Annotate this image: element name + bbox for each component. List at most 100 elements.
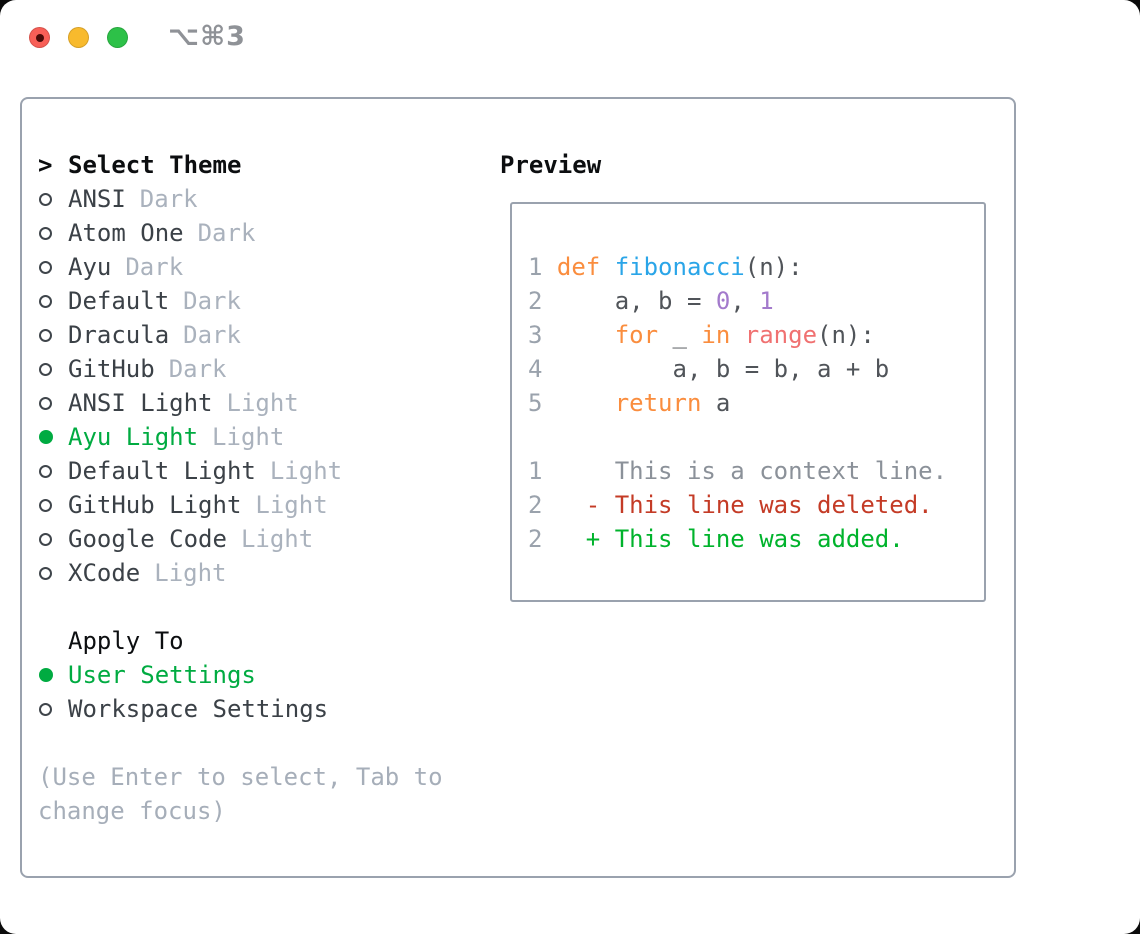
code-segment-del: - This line was deleted. (556, 491, 933, 519)
radio-icon (39, 192, 52, 206)
theme-picker-header: > Select Theme (38, 148, 478, 182)
theme-name: Ayu Light (68, 423, 199, 451)
code-segment-add: + This line was added. (556, 525, 904, 553)
code-segment-pl: (n): (817, 321, 875, 349)
apply-option-user-settings[interactable]: User Settings (38, 658, 478, 692)
radio-icon (39, 294, 52, 308)
line-number: 1 (528, 457, 557, 485)
theme-name: Ayu (68, 253, 112, 281)
code-segment-kw: return (614, 389, 702, 417)
hint-text-line1: (Use Enter to select, Tab to (38, 763, 443, 791)
theme-variant: Light (240, 525, 314, 553)
spacer (38, 590, 478, 624)
theme-option-dracula[interactable]: Dracula Dark (38, 318, 478, 352)
theme-variant: Dark (183, 321, 241, 349)
code-segment-pl (730, 321, 744, 349)
line-number (528, 423, 542, 451)
apply-to-header: Apply To (38, 624, 478, 658)
line-number: 1 (528, 253, 557, 281)
prompt-glyph: > (38, 151, 53, 179)
line-number: 5 (528, 389, 557, 417)
code-segment-pl: a (701, 389, 731, 417)
close-dot-icon (35, 33, 44, 42)
spacer (38, 726, 478, 760)
code-segment-pl: a, b = (556, 287, 716, 315)
theme-name: Google Code (68, 525, 227, 553)
code-segment-ctx: This is a context line. (556, 457, 948, 485)
theme-option-ayu-light[interactable]: Ayu Light Light (38, 420, 478, 454)
theme-variant: Light (154, 559, 227, 587)
radio-icon (39, 328, 52, 342)
line-number: 2 (528, 525, 557, 553)
theme-variant: Dark (183, 287, 241, 315)
theme-option-default[interactable]: Default Dark (38, 284, 478, 318)
theme-option-google-code[interactable]: Google Code Light (38, 522, 478, 556)
code-segment-pl: , (730, 287, 760, 315)
radio-icon (39, 226, 52, 240)
line-number: 3 (528, 321, 557, 349)
code-line: 4 a, b = b, a + b (528, 352, 947, 386)
code-segment-pl: (n): (744, 253, 803, 281)
theme-name: Default (68, 287, 170, 315)
theme-variant: Dark (197, 219, 256, 247)
hint-text-line2: change focus) (38, 797, 226, 825)
code-line: 2 a, b = 0, 1 (528, 284, 947, 318)
theme-option-github-light[interactable]: GitHub Light Light (38, 488, 478, 522)
apply-option-workspace-settings[interactable]: Workspace Settings (38, 692, 478, 726)
radio-icon (39, 498, 52, 512)
code-segment-pl (557, 321, 615, 349)
theme-name: XCode (68, 559, 141, 587)
theme-picker-title: Select Theme (68, 151, 242, 179)
theme-variant: Light (212, 423, 285, 451)
theme-name: GitHub Light (68, 491, 242, 519)
code-segment-kw: def (556, 253, 615, 281)
theme-name: Dracula (68, 321, 170, 349)
radio-icon (39, 464, 52, 478)
apply-option-label: User Settings (68, 661, 256, 689)
theme-name: Default Light (68, 457, 256, 485)
radio-icon (39, 362, 52, 376)
radio-selected-icon (39, 668, 53, 682)
theme-name: ANSI Light (68, 389, 213, 417)
close-button[interactable] (29, 27, 50, 48)
preview-label: Preview (500, 151, 602, 179)
traffic-lights (29, 27, 128, 48)
theme-variant: Dark (139, 185, 198, 213)
code-segment-fn: fibonacci (614, 253, 745, 281)
code-segment-pl (557, 389, 615, 417)
theme-variant: Light (269, 457, 343, 485)
code-segment-cl: range (744, 321, 818, 349)
apply-option-label: Workspace Settings (68, 695, 329, 723)
code-segment-pl: a, b = b, a + b (556, 355, 890, 383)
theme-option-xcode[interactable]: XCode Light (38, 556, 478, 590)
window-title-shortcut: ⌥⌘3 (168, 21, 246, 52)
line-number: 4 (528, 355, 557, 383)
theme-variant: Light (255, 491, 328, 519)
zoom-button[interactable] (107, 27, 128, 48)
radio-icon (39, 566, 52, 580)
code-line: 3 for _ in range(n): (528, 318, 947, 352)
theme-option-default-light[interactable]: Default Light Light (38, 454, 478, 488)
radio-icon (39, 260, 52, 274)
code-line: 2 + This line was added. (528, 522, 947, 556)
code-line: 1 def fibonacci(n): (528, 250, 947, 284)
code-line: 1 This is a context line. (528, 454, 947, 488)
code-segment-kw: in (701, 321, 731, 349)
prompt-icon: > (38, 151, 68, 179)
theme-variant: Dark (168, 355, 227, 383)
apply-to-title: Apply To (68, 627, 184, 655)
code-segment-pl: _ (658, 321, 702, 349)
code-line: 2 - This line was deleted. (528, 488, 947, 522)
radio-icon (39, 702, 52, 716)
line-number: 2 (528, 287, 557, 315)
radio-icon (39, 396, 52, 410)
minimize-button[interactable] (68, 27, 89, 48)
